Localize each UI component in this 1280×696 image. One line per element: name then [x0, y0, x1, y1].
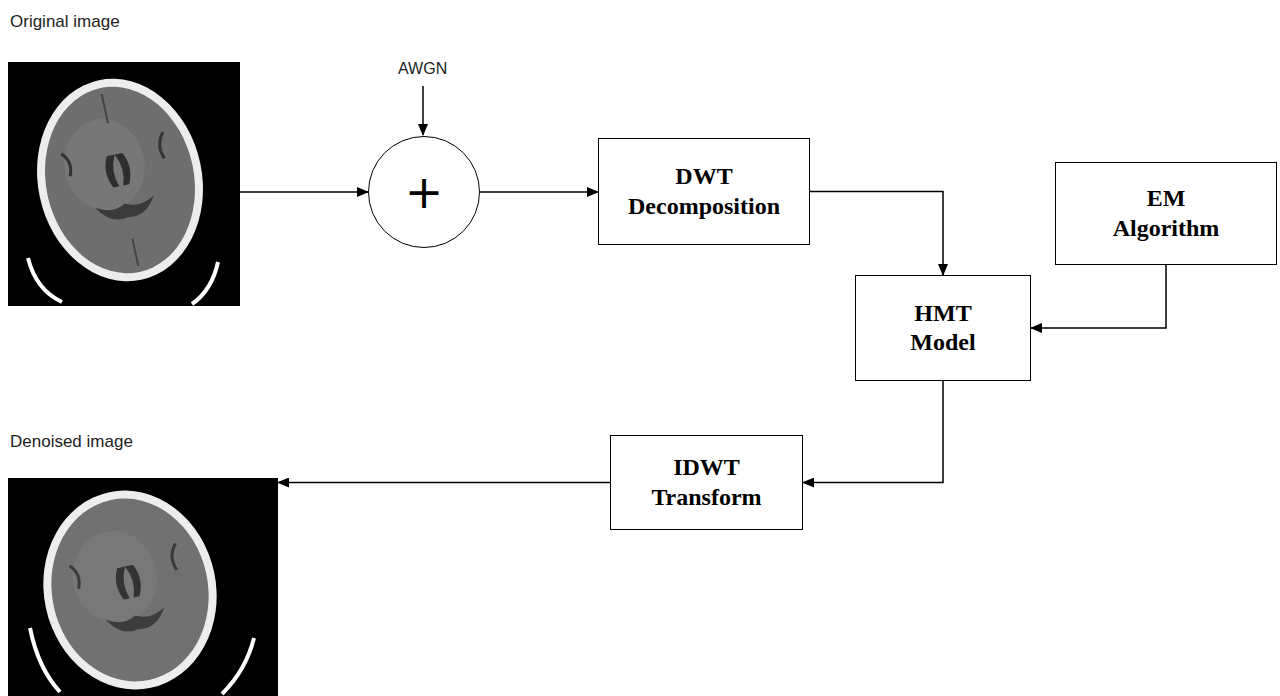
image-heading: Denoised image: [10, 432, 133, 452]
image-heading: Original image: [10, 12, 120, 32]
sum-circle: +: [368, 136, 480, 248]
box-label: DWT Decomposition: [614, 162, 794, 221]
noise-arrow: [422, 86, 424, 135]
head-slice: [19, 63, 222, 297]
image-node: Original image: [8, 62, 240, 306]
head-slice: [25, 478, 235, 696]
box-label: IDWT Transform: [637, 453, 777, 512]
flow-arrow: [810, 192, 943, 276]
box-label: EM Algorithm: [1096, 184, 1236, 243]
process-box: IDWT Transform: [610, 435, 803, 530]
process-box: HMT Model: [855, 275, 1031, 381]
head-rest: [30, 628, 60, 692]
head-rest: [28, 258, 62, 302]
process-box: EM Algorithm: [1055, 162, 1277, 265]
flow-arrow: [480, 191, 598, 193]
box-label: HMT Model: [888, 299, 998, 358]
signal-label: AWGN: [398, 60, 447, 78]
flow-arrow: [278, 482, 610, 484]
sum-sign: +: [405, 169, 444, 215]
ct-image-original: [8, 62, 240, 306]
process-box: DWT Decomposition: [598, 138, 810, 245]
flow-arrow: [803, 381, 943, 483]
image-node: Denoised image: [8, 478, 278, 696]
head-rest: [192, 262, 218, 304]
flow-arrow: [240, 191, 368, 193]
ct-image-denoised: [8, 478, 278, 696]
image-ground: [8, 62, 240, 306]
flow-arrow: [1031, 265, 1166, 328]
head-rest: [222, 638, 254, 694]
